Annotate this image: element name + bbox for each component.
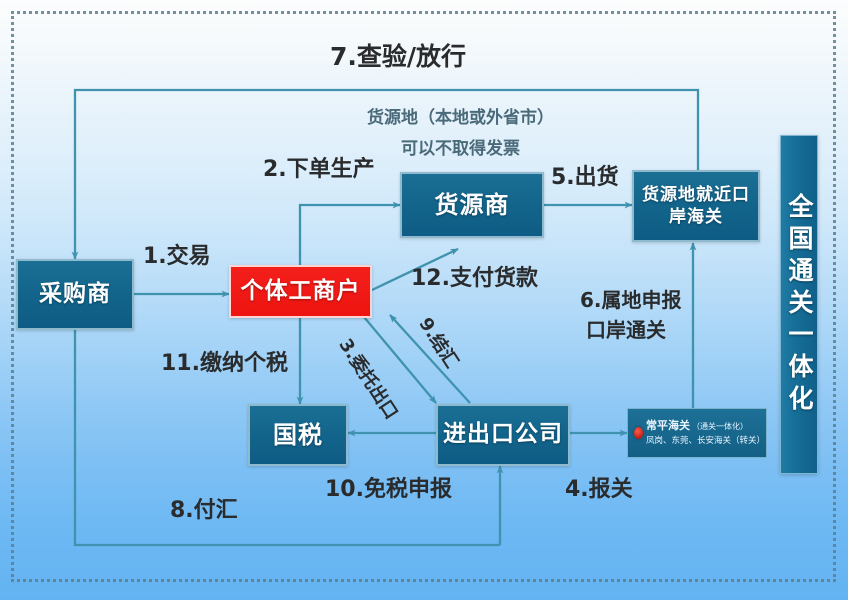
label-step-5-text: 5.出货 — [551, 165, 619, 190]
label-step-2-text: 2.下单生产 — [263, 157, 375, 182]
label-step-12-text: 12.支付货款 — [411, 266, 538, 291]
annotation-source-note-line2: 可以不取得发票 — [401, 139, 520, 159]
label-step-2: 2.下单生产 — [263, 157, 375, 183]
label-step-8-text: 8.付汇 — [170, 498, 238, 523]
annotation-source-note-line1-text: 货源地（本地或外省市） — [367, 108, 554, 128]
label-step-7: 7.查验/放行 — [330, 42, 466, 72]
vertical-banner-label: 全国通关一体化 — [785, 192, 814, 417]
node-buyer[interactable]: 采购商 — [16, 259, 134, 330]
node-supplier-label: 货源商 — [434, 190, 510, 219]
changping-customs-line: 常平海关 （通关一体化） — [646, 419, 748, 433]
node-source-port-customs[interactable]: 货源地就近口 岸海关 — [632, 170, 760, 242]
red-dot-marker — [634, 427, 643, 439]
label-step-6-line2-text: 口岸通关 — [586, 318, 666, 342]
vertical-banner-national-clearance: 全国通关一体化 — [780, 135, 818, 474]
annotation-source-note-line2-text: 可以不取得发票 — [401, 139, 520, 159]
label-step-5: 5.出货 — [551, 165, 619, 191]
node-import-export-company[interactable]: 进出口公司 — [436, 404, 570, 466]
transit-customs-list: 凤岗、东莞、长安海关（转关） — [646, 435, 766, 446]
label-step-8: 8.付汇 — [170, 498, 238, 524]
label-step-10: 10.免税申报 — [325, 477, 452, 503]
label-step-4-text: 4.报关 — [565, 477, 633, 502]
node-changping-customs-note[interactable]: 常平海关 （通关一体化） 凤岗、东莞、长安海关（转关） — [627, 408, 767, 458]
label-step-6-line1-text: 6.属地申报 — [580, 288, 682, 312]
label-step-12: 12.支付货款 — [411, 266, 538, 292]
annotation-source-note-line1: 货源地（本地或外省市） — [367, 108, 554, 128]
node-buyer-label: 采购商 — [39, 280, 111, 307]
label-step-6-line2: 口岸通关 — [586, 318, 666, 342]
label-step-7-text: 7.查验/放行 — [330, 42, 467, 71]
node-individual-business-label: 个体工商户 — [240, 277, 361, 304]
label-step-11: 11.缴纳个税 — [161, 351, 288, 377]
node-tax-bureau-label: 国税 — [273, 420, 323, 449]
node-source-port-customs-line1: 货源地就近口 — [642, 184, 750, 205]
label-step-4: 4.报关 — [565, 477, 633, 503]
node-supplier[interactable]: 货源商 — [400, 172, 544, 238]
changping-customs-name: 常平海关 — [646, 419, 690, 432]
node-import-export-company-label: 进出口公司 — [443, 421, 563, 448]
label-step-1: 1.交易 — [143, 244, 211, 270]
node-individual-business[interactable]: 个体工商户 — [229, 265, 372, 318]
changping-customs-mode: （通关一体化） — [692, 422, 748, 431]
label-step-10-text: 10.免税申报 — [325, 477, 452, 502]
node-source-port-customs-line2: 岸海关 — [669, 207, 723, 227]
label-step-1-text: 1.交易 — [143, 244, 211, 269]
label-step-11-text: 11.缴纳个税 — [161, 351, 288, 376]
node-tax-bureau[interactable]: 国税 — [248, 404, 348, 466]
label-step-6-line1: 6.属地申报 — [580, 288, 682, 312]
